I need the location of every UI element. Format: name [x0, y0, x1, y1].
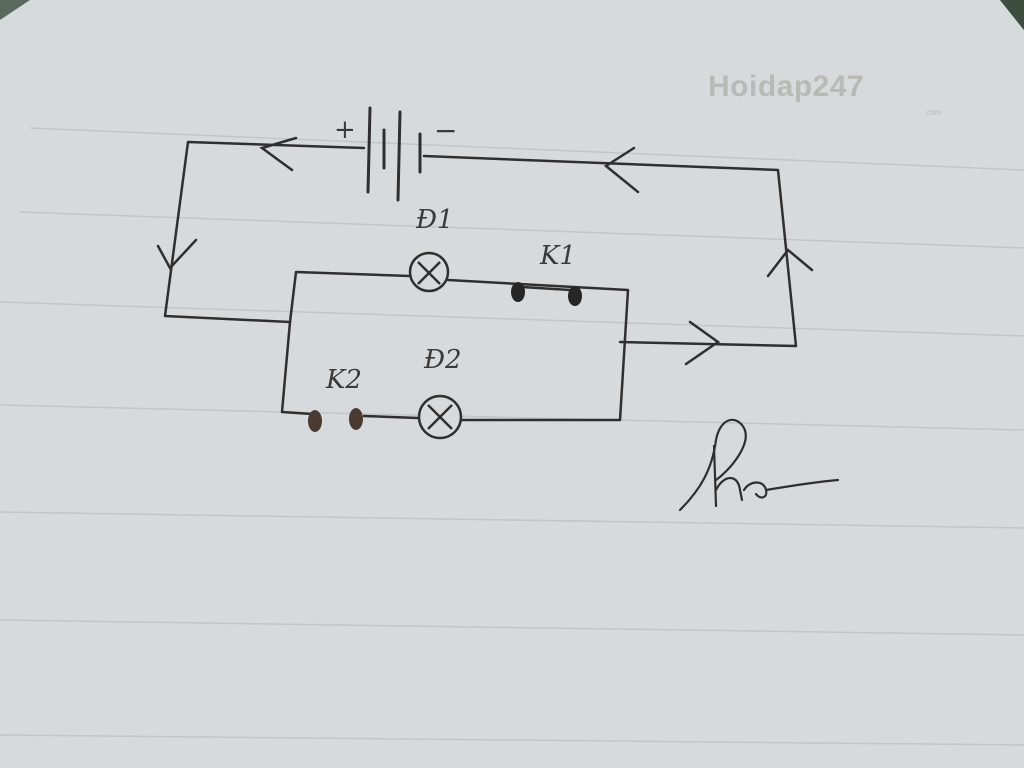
battery-minus-label: −	[434, 114, 457, 147]
arrow-right-up	[766, 248, 814, 278]
arrow-left-down	[156, 238, 198, 271]
hoidap247-watermark: Hoidap247	[708, 70, 865, 103]
lamp-1-label: Đ1	[415, 205, 454, 235]
ruled-lines	[0, 127, 1024, 746]
switch-1-label: K1	[539, 241, 576, 271]
table-corner-right	[1000, 0, 1024, 30]
table-corner	[0, 0, 30, 20]
hoidap247-watermark-suffix: .com	[924, 108, 942, 117]
arrow-top-right	[603, 146, 640, 194]
lamp-2-label: Đ2	[423, 345, 462, 375]
switch-2-contacts	[308, 408, 363, 432]
switch-1-contacts	[511, 282, 582, 306]
signature-scribble	[678, 418, 840, 512]
switch-2-label: K2	[325, 365, 362, 395]
current-arrows	[156, 136, 814, 366]
battery-plus-label: +	[334, 115, 356, 145]
lamp-1-symbol	[408, 251, 450, 293]
lamp-2-symbol	[417, 394, 463, 440]
arrow-bottom-right	[684, 320, 721, 366]
arrow-top-left	[259, 136, 298, 172]
battery-symbol	[366, 106, 422, 202]
